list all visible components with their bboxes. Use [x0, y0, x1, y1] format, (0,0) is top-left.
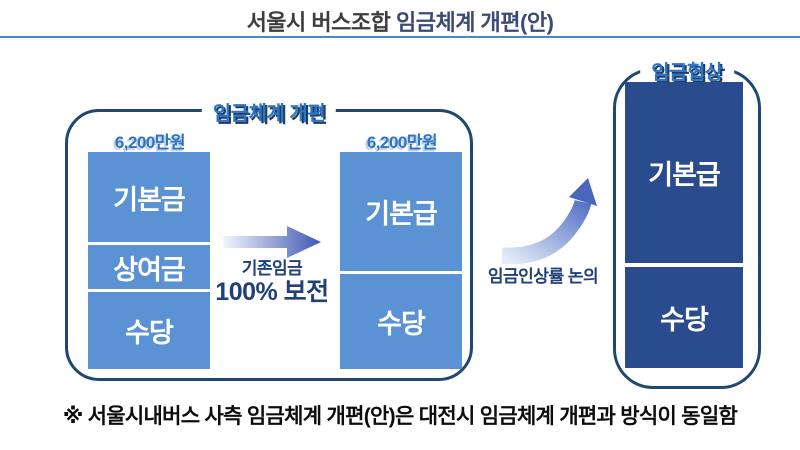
transition-caption-line2: 100% 보전	[215, 277, 329, 306]
before-amount-label: 6,200만원	[114, 133, 186, 152]
transition-caption-line1: 기존임금	[241, 259, 303, 278]
after-segment-allowance: 수당	[340, 274, 462, 369]
wage-reform-group-box: 임금체계 개편 6,200만원 기본금 상여금 수당 기존임금 100% 보전 …	[65, 97, 473, 381]
negotiation-arrow-caption: 임금인상률 논의	[487, 267, 599, 286]
before-segment-base-pay: 기본금	[88, 152, 210, 242]
footnote-text: ※ 서울시내버스 사측 임금체계 개편(안)은 대전시 임금체계 개편과 방식이…	[62, 405, 738, 428]
transition-caption: 기존임금 100% 보전	[184, 259, 360, 306]
wage-reform-group-label: 임금체계 개편	[201, 97, 337, 126]
after-amount-label: 6,200만원	[366, 133, 438, 152]
page-title-highlight: 임금체계 개편(안)	[395, 10, 554, 35]
right-arrow-icon	[223, 226, 321, 258]
curved-up-arrow-icon	[501, 178, 597, 264]
page-title: 서울시 버스조합 임금체계 개편(안)	[0, 5, 800, 37]
negotiation-segment-allowance: 수당	[625, 267, 743, 368]
page-title-prefix: 서울시 버스조합	[246, 10, 396, 35]
before-segment-bonus: 상여금	[88, 245, 210, 289]
after-segment-base-pay: 기본급	[340, 152, 462, 271]
title-divider-line	[0, 36, 800, 38]
negotiation-segment-base-pay: 기본급	[625, 82, 743, 263]
wage-negotiation-group-label: 임금협상	[640, 56, 734, 85]
before-segment-allowance: 수당	[88, 292, 210, 369]
wage-negotiation-group-box: 임금협상 기본급 수당	[613, 56, 761, 389]
